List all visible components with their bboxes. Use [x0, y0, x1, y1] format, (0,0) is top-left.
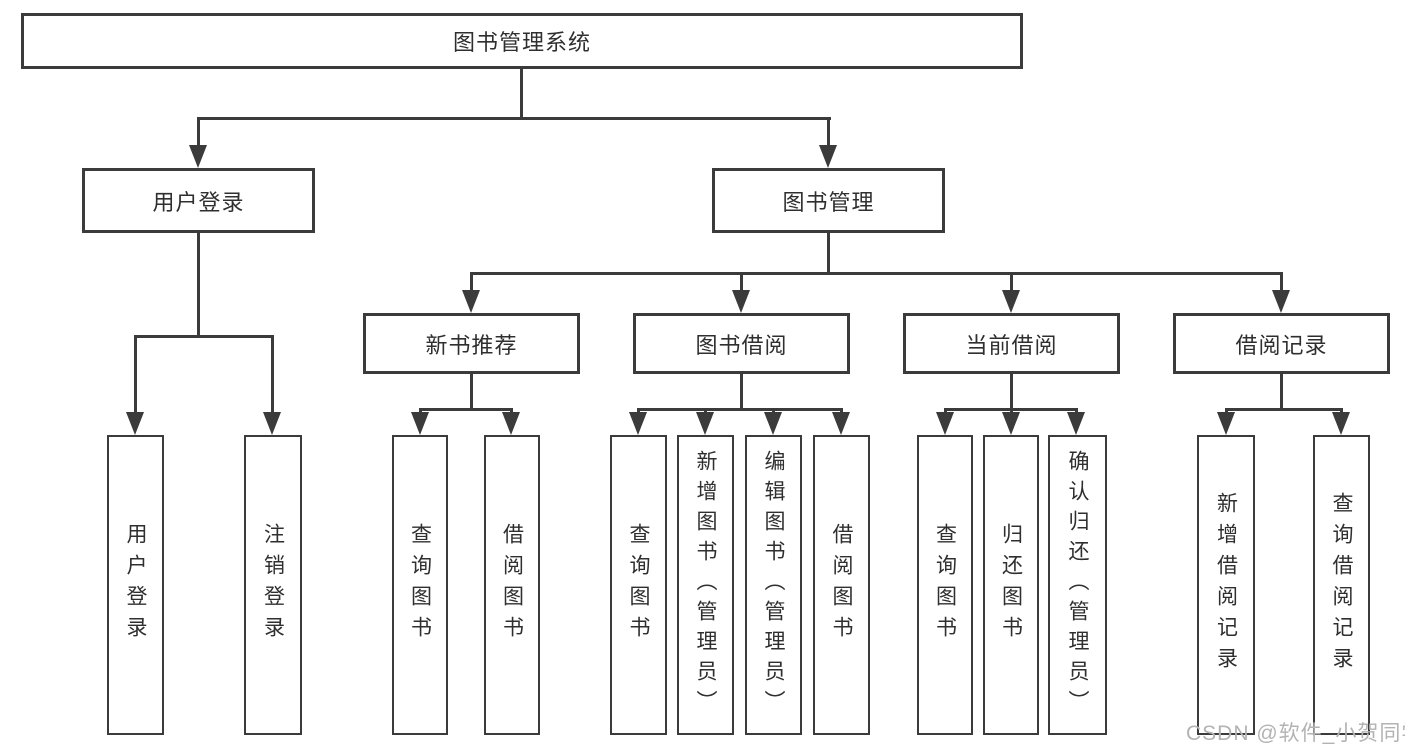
leaf-query-borrow-record-label: 查询借阅记录 — [1330, 492, 1353, 678]
node-library-system: 图书管理系统 — [21, 13, 1023, 69]
leaf-add-borrow-record: 新增借阅记录 — [1197, 435, 1255, 735]
leaf-confirm-return-admin: 确认归还（管理员） — [1048, 435, 1107, 735]
arrow-down-icon — [819, 145, 837, 168]
leaf-query-books-borrow-label: 查询图书 — [627, 523, 650, 647]
arrow-down-icon — [1332, 412, 1350, 435]
leaf-query-borrow-record: 查询借阅记录 — [1313, 435, 1370, 735]
node-new-book-recommend: 新书推荐 — [363, 313, 580, 374]
connector-newbook-rail — [419, 408, 513, 411]
connector-newbook-stem — [470, 374, 473, 410]
leaf-query-books-current-label: 查询图书 — [933, 523, 957, 647]
leaf-return-book-label: 归还图书 — [999, 523, 1023, 647]
csdn-watermark: CSDN @软件_小贺同学 — [1186, 722, 1405, 745]
node-new-book-recommend-label: 新书推荐 — [425, 332, 518, 358]
connector-level3-rail — [470, 272, 1283, 275]
leaf-add-borrow-record-label: 新增借阅记录 — [1214, 492, 1238, 678]
leaf-logout: 注销登录 — [244, 435, 302, 735]
arrow-down-icon — [1002, 290, 1020, 313]
connector-level2-rail — [197, 117, 831, 120]
connector-currentborrow-stem — [1010, 374, 1013, 410]
connector-user-login-drop — [197, 117, 200, 147]
leaf-borrow-books-borrow: 借阅图书 — [813, 435, 870, 735]
arrow-down-icon — [936, 412, 954, 435]
leaf-user-login: 用户登录 — [107, 435, 164, 735]
arrow-down-icon — [1217, 412, 1235, 435]
leaf-edit-book-admin: 编辑图书（管理员） — [745, 435, 802, 735]
arrow-down-icon — [696, 412, 714, 435]
leaf-logout-label: 注销登录 — [261, 523, 285, 647]
node-book-management: 图书管理 — [712, 168, 945, 233]
arrow-down-icon — [1272, 290, 1290, 313]
connector-book-mgmt-drop — [827, 117, 830, 147]
connector-user-login-rail — [134, 335, 274, 338]
leaf-confirm-return-admin-label: 确认归还（管理员） — [1066, 450, 1089, 720]
leaf-query-books-current: 查询图书 — [917, 435, 973, 735]
arrow-down-icon — [263, 412, 281, 435]
connector-book-mgmt-stem — [827, 233, 830, 274]
node-borrow-records: 借阅记录 — [1173, 313, 1390, 374]
leaf-query-books-newbook: 查询图书 — [392, 435, 448, 735]
arrow-down-icon — [126, 412, 144, 435]
leaf-edit-book-admin-label: 编辑图书（管理员） — [762, 450, 785, 720]
connector-borrowrecords-stem — [1280, 374, 1283, 410]
connector-user-login-stem — [197, 233, 200, 337]
connector-level3-drop — [1280, 272, 1283, 292]
arrow-down-icon — [732, 290, 750, 313]
node-current-borrow: 当前借阅 — [903, 313, 1120, 374]
leaf-query-books-newbook-label: 查询图书 — [408, 523, 432, 647]
node-library-system-label: 图书管理系统 — [452, 30, 591, 55]
leaf-add-book-admin: 新增图书（管理员） — [677, 435, 734, 735]
arrow-down-icon — [1067, 412, 1085, 435]
leaf-user-login-label: 用户登录 — [124, 523, 147, 647]
arrow-down-icon — [1002, 412, 1020, 435]
connector-level3-drop — [1010, 272, 1013, 292]
connector-level3-drop — [740, 272, 743, 292]
leaf-borrow-books-borrow-label: 借阅图书 — [830, 523, 853, 647]
arrow-down-icon — [764, 412, 782, 435]
arrow-down-icon — [411, 412, 429, 435]
connector-bookborrow-rail — [637, 408, 842, 411]
leaf-borrow-books-newbook-label: 借阅图书 — [500, 523, 524, 647]
node-book-borrow: 图书借阅 — [633, 313, 850, 374]
leaf-borrow-books-newbook: 借阅图书 — [484, 435, 540, 735]
connector-leaf-drop — [271, 335, 274, 413]
arrow-down-icon — [832, 412, 850, 435]
connector-level3-drop — [470, 272, 473, 292]
arrow-down-icon — [462, 290, 480, 313]
node-user-login-label: 用户登录 — [152, 189, 245, 215]
arrow-down-icon — [502, 412, 520, 435]
node-book-management-label: 图书管理 — [782, 189, 875, 215]
arrow-down-icon — [629, 412, 647, 435]
node-user-login: 用户登录 — [82, 168, 315, 233]
leaf-return-book: 归还图书 — [983, 435, 1039, 735]
connector-leaf-drop — [134, 335, 137, 413]
leaf-add-book-admin-label: 新增图书（管理员） — [694, 450, 717, 720]
leaf-query-books-borrow: 查询图书 — [610, 435, 667, 735]
node-book-borrow-label: 图书借阅 — [695, 332, 788, 358]
connector-root-stem — [520, 69, 523, 119]
node-current-borrow-label: 当前借阅 — [965, 332, 1058, 358]
node-borrow-records-label: 借阅记录 — [1235, 332, 1328, 358]
connector-borrowrecords-rail — [1225, 408, 1342, 411]
arrow-down-icon — [189, 145, 207, 168]
connector-bookborrow-stem — [740, 374, 743, 410]
